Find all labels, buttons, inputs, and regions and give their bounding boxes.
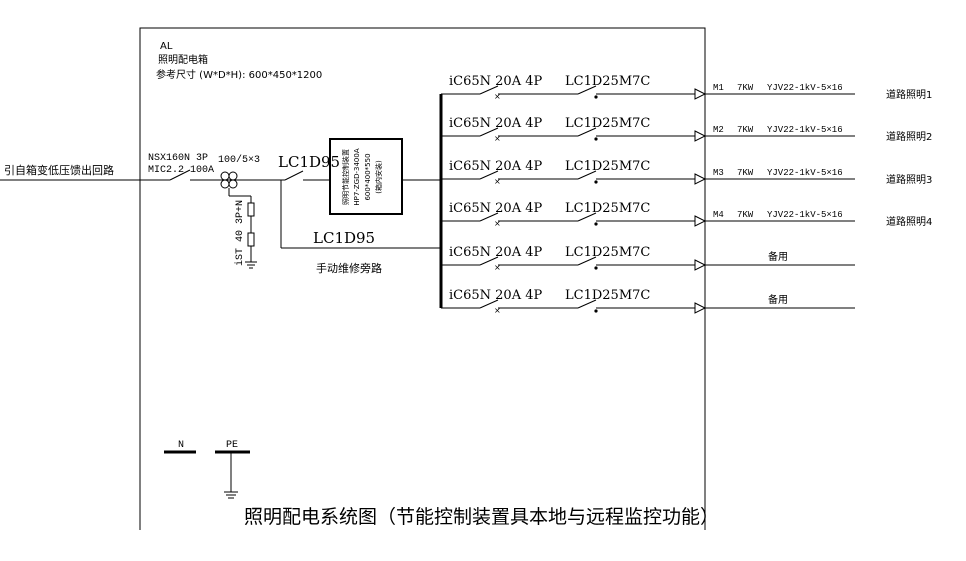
branch-contactor-symbol (577, 256, 597, 266)
branch-breaker-label: iC65N 20A 4P (449, 116, 542, 131)
circuit-power: 7KW (737, 125, 754, 135)
circuit-cable: YJV22-1kV-5×16 (767, 83, 843, 93)
contactor-dot (594, 309, 598, 313)
circuit-destination: 备用 (768, 250, 788, 263)
circuit-destination: 道路照明2 (886, 130, 932, 143)
spd-fuse (247, 202, 255, 217)
circuit-destination: 道路照明4 (886, 215, 932, 228)
main-contactor-label: LC1D95 (278, 153, 340, 171)
device-line-2: HP7-ZGD-3400A (353, 148, 361, 205)
circuit-cable: YJV22-1kV-5×16 (767, 168, 843, 178)
contactor-dot (594, 222, 598, 226)
branch-5: iC65N 20A 4P LC1D25M7C × 备用 (441, 245, 855, 272)
panel-code: AL (160, 41, 173, 52)
neutral-bar-label: N (178, 440, 184, 451)
spd-label: iST 40 3P+N (234, 200, 246, 266)
circuit-power: 7KW (737, 168, 754, 178)
circuit-destination: 道路照明1 (886, 88, 932, 101)
incoming-label: 引自箱变低压馈出回路 (4, 163, 114, 177)
device-line-3: 600*400*550 (364, 153, 372, 200)
branch-breaker-label: iC65N 20A 4P (449, 288, 542, 303)
ct-symbol-3 (228, 171, 238, 181)
branch-breaker-symbol (479, 256, 499, 266)
circuit-power: 7KW (737, 210, 754, 220)
bypass-label: 手动维修旁路 (316, 261, 382, 275)
branch-breaker-symbol (479, 212, 499, 222)
branch-contactor-label: LC1D25M7C (565, 159, 650, 174)
branch-6: iC65N 20A 4P LC1D25M7C × 备用 (441, 288, 855, 315)
incoming-breaker-trip: MIC2.2 100A (148, 165, 214, 176)
bypass-contactor-label: LC1D95 (313, 229, 375, 247)
incoming-breaker-model: NSX160N 3P (148, 153, 208, 164)
ct-symbol-2 (220, 179, 230, 189)
branch-contactor-symbol (577, 127, 597, 137)
circuit-id: M1 (713, 83, 724, 93)
breaker-x-mark: × (494, 177, 501, 186)
branch-3: iC65N 20A 4P LC1D25M7C × M3 7KW YJV22-1k… (441, 159, 932, 186)
breaker-x-mark: × (494, 134, 501, 143)
branch-contactor-symbol (577, 85, 597, 95)
diagram-caption: 照明配电系统图（节能控制装置具本地与远程监控功能） (244, 506, 719, 528)
contactor-dot (594, 266, 598, 270)
branch-2: iC65N 20A 4P LC1D25M7C × M2 7KW YJV22-1k… (441, 116, 932, 143)
branch-breaker-label: iC65N 20A 4P (449, 159, 542, 174)
circuit-destination: 道路照明3 (886, 173, 932, 186)
ct-label: 100/5×3 (218, 154, 260, 166)
contactor-dot (594, 137, 598, 141)
breaker-x-mark: × (494, 219, 501, 228)
branch-contactor-label: LC1D25M7C (565, 288, 650, 303)
circuit-cable: YJV22-1kV-5×16 (767, 210, 843, 220)
device-line-1: 照明节能控制装置 (341, 149, 350, 205)
branch-breaker-symbol (479, 170, 499, 180)
branch-breaker-label: iC65N 20A 4P (449, 201, 542, 216)
circuit-destination: 备用 (768, 293, 788, 306)
branch-contactor-label: LC1D25M7C (565, 74, 650, 89)
branch-arrow (694, 215, 707, 227)
panel-enclosure (139, 27, 706, 530)
energy-saving-device (329, 138, 403, 215)
spd-arrester (247, 232, 255, 247)
branch-contactor-symbol (577, 170, 597, 180)
branch-breaker-label: iC65N 20A 4P (449, 245, 542, 260)
device-text-group: 照明节能控制装置 HP7-ZGD-3400A 600*400*550 (箱内安装… (341, 148, 383, 205)
panel-name: 照明配电箱 (158, 53, 208, 66)
breaker-x-mark: × (494, 263, 501, 272)
branch-breaker-label: iC65N 20A 4P (449, 74, 542, 89)
ct-symbol-4 (228, 179, 238, 189)
device-line-4: (箱内安装) (374, 160, 383, 194)
branch-1: iC65N 20A 4P LC1D25M7C × M1 7KW YJV22-1k… (441, 74, 932, 101)
branch-4: iC65N 20A 4P LC1D25M7C × M4 7KW YJV22-1k… (441, 201, 932, 228)
circuit-power: 7KW (737, 83, 754, 93)
breaker-x-mark: × (494, 306, 501, 315)
branch-arrow (694, 130, 707, 142)
circuit-id: M2 (713, 125, 724, 135)
branch-breaker-symbol (479, 299, 499, 309)
branch-contactor-symbol (577, 299, 597, 309)
contactor-dot (594, 180, 598, 184)
branch-arrow (694, 173, 707, 185)
circuit-id: M3 (713, 168, 724, 178)
contactor-dot (594, 95, 598, 99)
branch-breaker-symbol (479, 85, 499, 95)
branch-arrow (694, 88, 707, 100)
circuit-id: M4 (713, 210, 724, 220)
main-contactor-symbol (284, 170, 304, 181)
branch-contactor-label: LC1D25M7C (565, 201, 650, 216)
ct-symbol-1 (220, 171, 230, 181)
branch-contactor-label: LC1D25M7C (565, 116, 650, 131)
circuit-cable: YJV22-1kV-5×16 (767, 125, 843, 135)
earth-bar-label: PE (226, 440, 238, 451)
panel-size: 参考尺寸 (W*D*H): 600*450*1200 (156, 68, 322, 81)
branch-breaker-symbol (479, 127, 499, 137)
branch-contactor-label: LC1D25M7C (565, 245, 650, 260)
branch-arrow (694, 259, 707, 271)
incoming-breaker-symbol (169, 169, 191, 181)
branch-contactor-symbol (577, 212, 597, 222)
branch-arrow (694, 302, 707, 314)
breaker-x-mark: × (494, 92, 501, 101)
